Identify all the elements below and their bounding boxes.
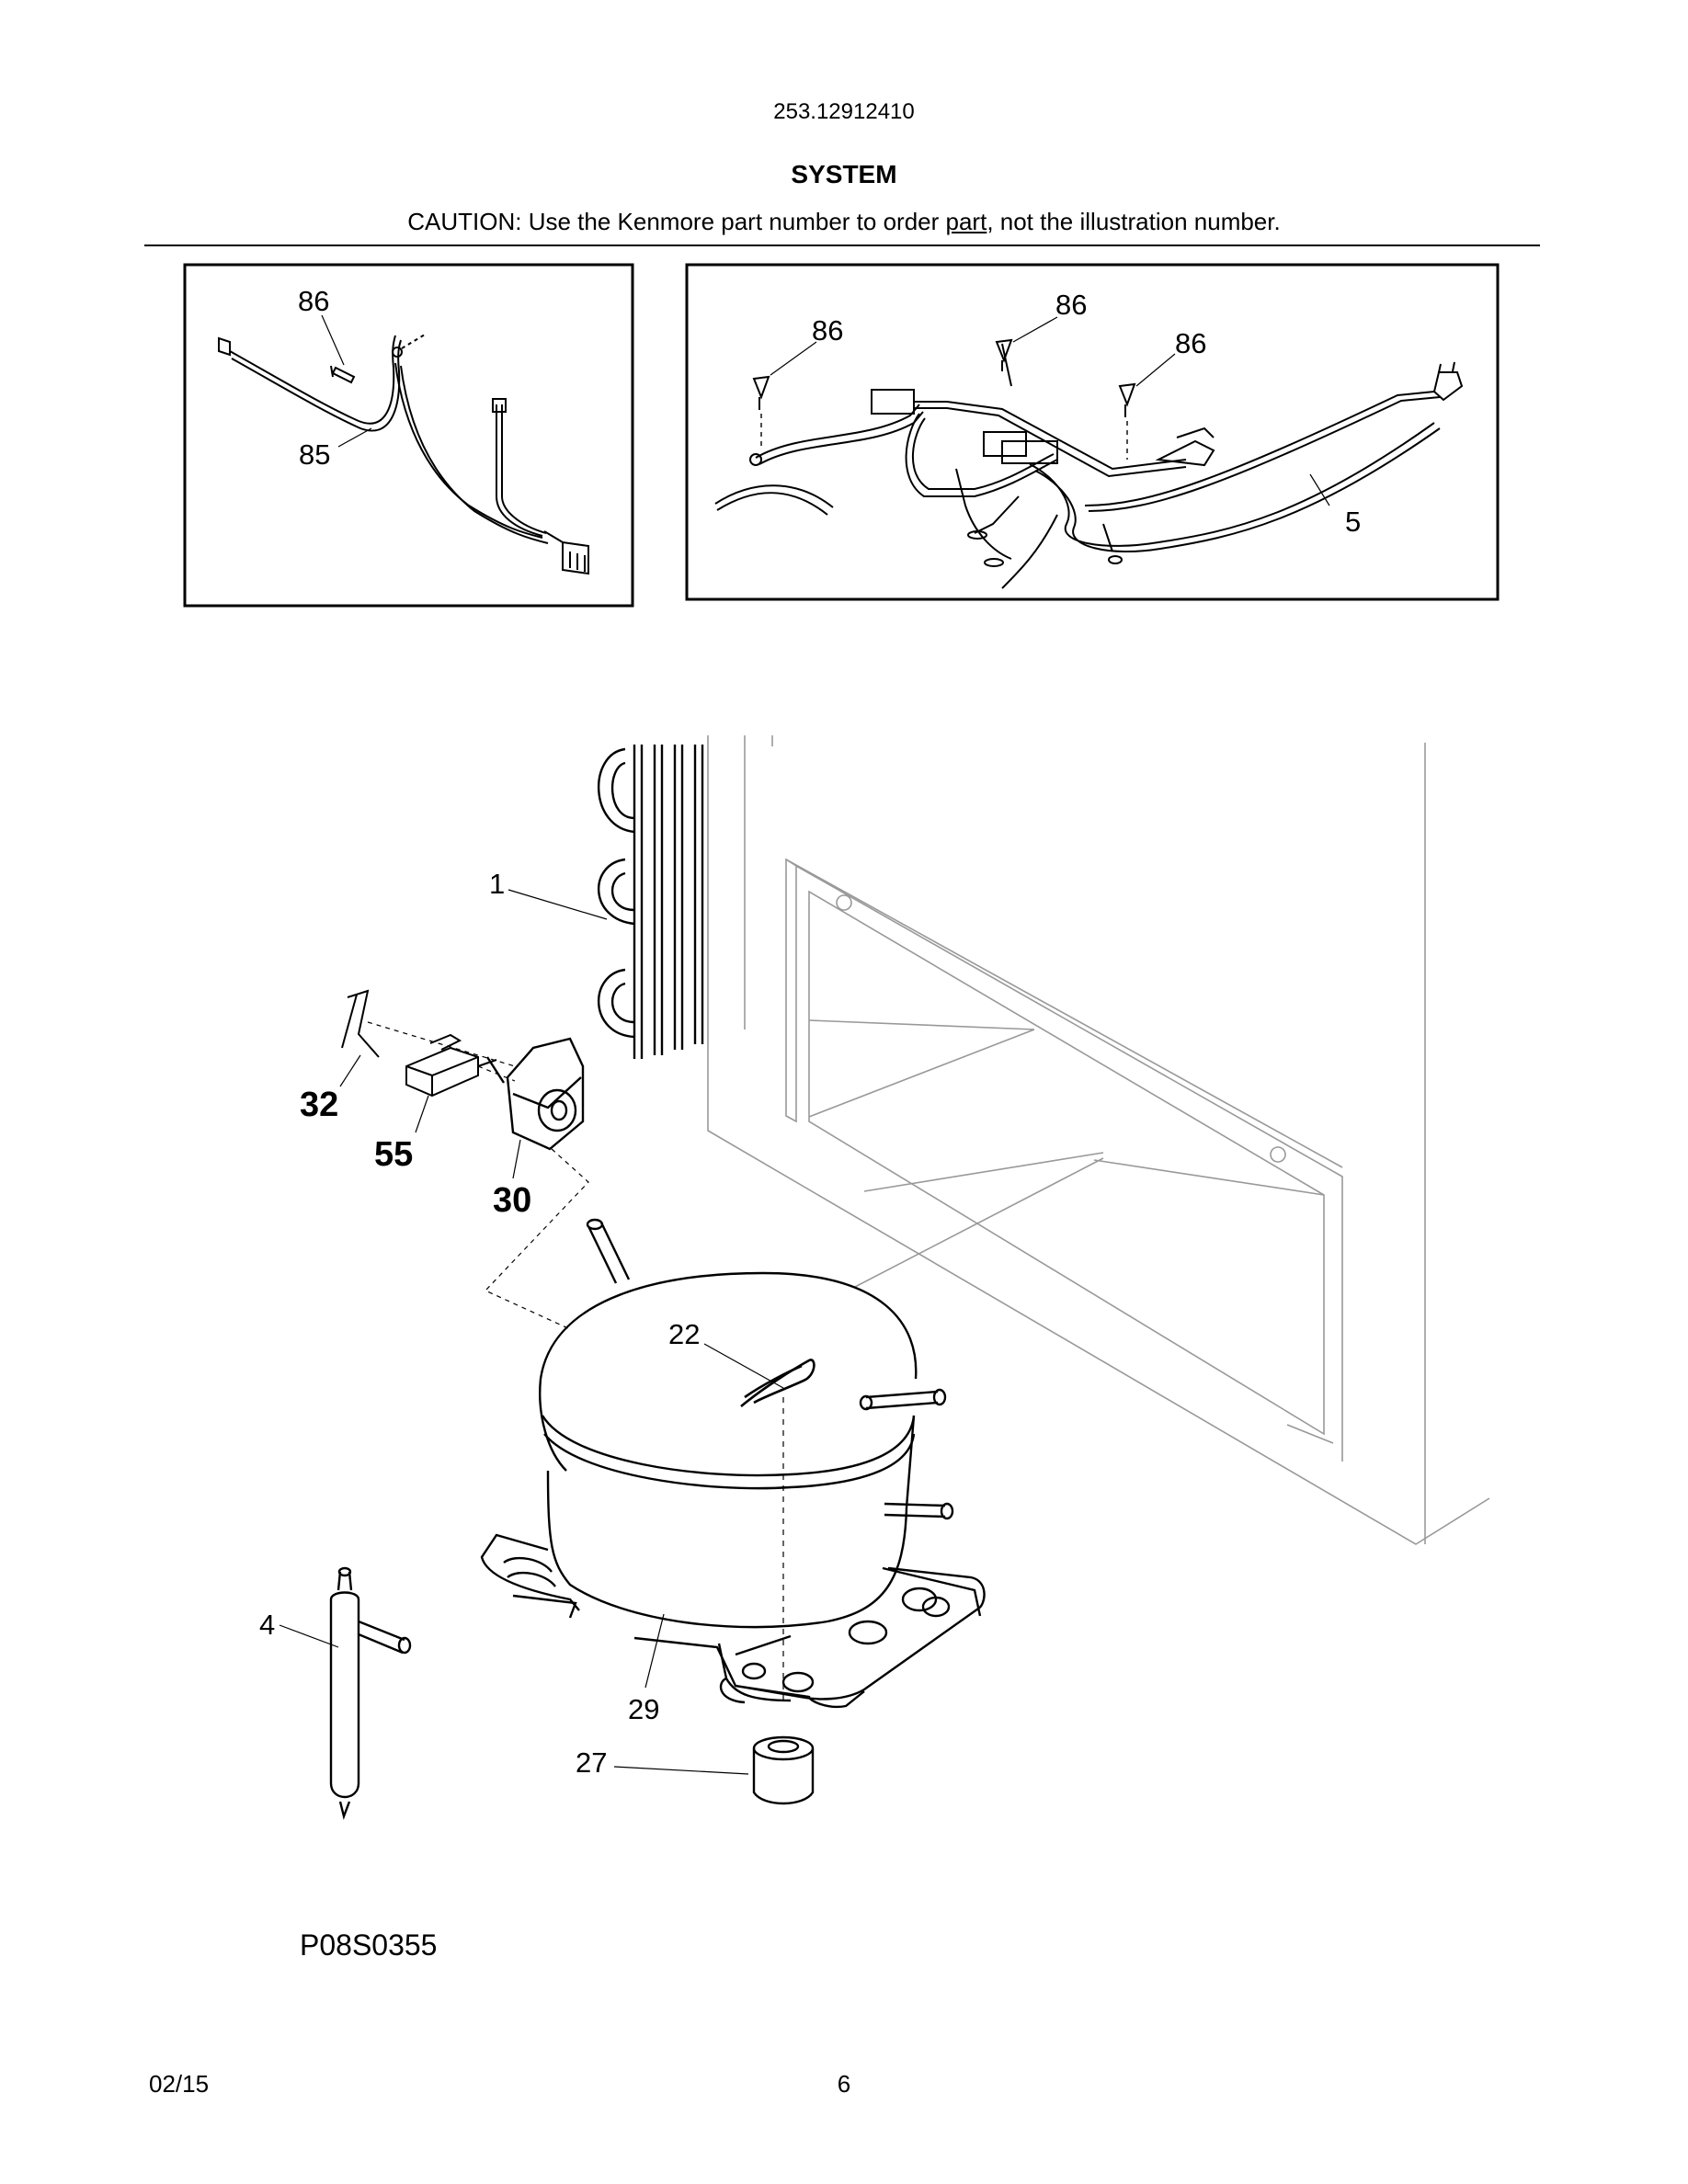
wire-harness-5 <box>714 343 1464 589</box>
screw-86-right <box>752 338 1136 460</box>
caution-underlined-word: part <box>945 208 987 235</box>
callout-30: 30 <box>493 1181 531 1220</box>
footer-page-number: 6 <box>837 2070 851 2098</box>
caution-note: CAUTION: Use the Kenmore part number to … <box>0 208 1688 236</box>
caution-text-start: CAUTION: Use the Kenmore part number to … <box>407 208 946 235</box>
callout-85: 85 <box>299 438 330 471</box>
header-divider <box>144 245 1540 246</box>
start-relay-30 <box>485 1037 585 1151</box>
callout-5: 5 <box>1345 506 1361 538</box>
caution-text-end: , not the illustration number. <box>987 208 1281 235</box>
grommet-27 <box>752 1735 815 1805</box>
section-title: SYSTEM <box>791 160 897 188</box>
callout-86-b: 86 <box>812 314 843 347</box>
screw-86 <box>330 365 356 384</box>
callout-86-c: 86 <box>1055 289 1087 321</box>
clip-32 <box>341 989 380 1058</box>
clip-22 <box>740 1359 815 1407</box>
callout-32: 32 <box>300 1086 338 1124</box>
callout-86: 86 <box>298 285 329 317</box>
callout-4: 4 <box>259 1609 275 1641</box>
callout-22: 22 <box>668 1318 700 1350</box>
overload-protector-55 <box>405 1033 497 1098</box>
diagram-code: P08S0355 <box>300 1928 438 1962</box>
cabinet-outline <box>707 735 1490 1545</box>
condenser-coil <box>597 745 704 1059</box>
wire-harness-85 <box>218 334 589 575</box>
callout-27: 27 <box>576 1746 607 1779</box>
callout-55: 55 <box>374 1135 413 1174</box>
model-number: 253.12912410 <box>773 99 915 124</box>
footer-date: 02/15 <box>149 2070 210 2098</box>
callout-29: 29 <box>628 1693 659 1725</box>
inset-harness-right: 86 86 86 5 <box>685 263 1500 601</box>
inset-harness-left: 86 85 <box>183 263 634 608</box>
compressor <box>480 1218 986 1709</box>
filter-drier-4 <box>329 1566 412 1821</box>
callout-86-d: 86 <box>1175 327 1206 359</box>
callout-1: 1 <box>489 868 505 900</box>
